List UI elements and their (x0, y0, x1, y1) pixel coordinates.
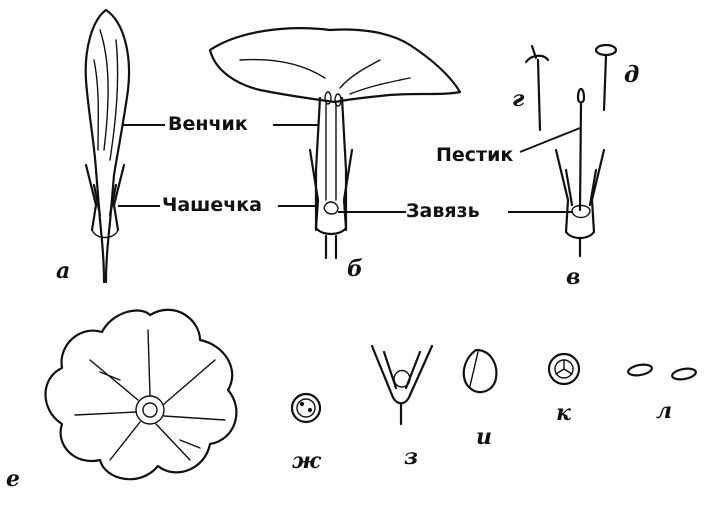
letter-a: а (56, 260, 70, 282)
letter-zh: ж (292, 450, 321, 472)
letter-v: в (566, 266, 580, 288)
letter-d: д (624, 64, 639, 86)
pistil-figure-v (556, 89, 604, 256)
seeds-figure-l (627, 363, 696, 381)
fruit-section-figure-k (549, 354, 579, 384)
seed-figure-i (464, 350, 497, 392)
letter-k: к (556, 402, 571, 424)
letter-g: г (512, 88, 524, 110)
leader-pestik (520, 128, 580, 152)
label-venchik: Венчик (168, 115, 248, 134)
stamen-figure-d (596, 45, 616, 110)
open-flower-figure-e (46, 310, 237, 479)
letter-l: л (656, 400, 672, 422)
flower-section-figure-b (210, 28, 460, 258)
letter-e: е (6, 468, 20, 490)
label-pestik: Пестик (436, 146, 513, 165)
stamen-figure-g (526, 46, 548, 130)
label-chashechka: Чашечка (162, 196, 262, 215)
bud-figure-a (86, 10, 129, 282)
label-zavyaz: Завязь (406, 202, 480, 221)
letter-i: и (476, 426, 492, 448)
letter-b: б (347, 258, 363, 280)
pollen-figure-zh (292, 394, 320, 422)
letter-z: з (404, 446, 418, 468)
fruit-calyx-figure-z (372, 346, 432, 424)
